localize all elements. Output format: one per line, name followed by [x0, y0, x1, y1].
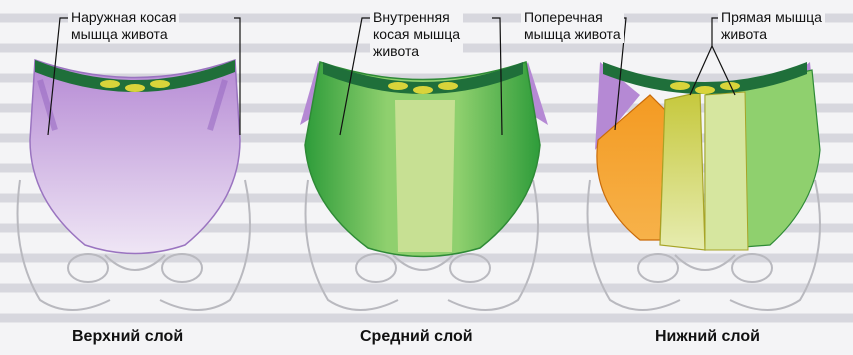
- rectus-muscle: [660, 92, 705, 250]
- rib-cartilage: [100, 80, 120, 88]
- external-oblique-label: Наружная косая мышца живота: [68, 9, 179, 43]
- caption-top-layer: Верхний слой: [72, 328, 183, 346]
- rectus-sheath: [395, 100, 455, 252]
- transverse-muscle-label: Поперечная мышца живота: [521, 9, 624, 43]
- rectus-muscle-label: Прямая мышца живота: [718, 9, 825, 43]
- figure-bottom-layer: [588, 62, 821, 310]
- caption-bottom-layer: Нижний слой: [655, 328, 760, 346]
- internal-oblique-label: Внутренняя косая мышца живота: [370, 9, 463, 60]
- caption-middle-layer: Средний слой: [360, 328, 473, 346]
- figure-middle-layer: [300, 62, 548, 310]
